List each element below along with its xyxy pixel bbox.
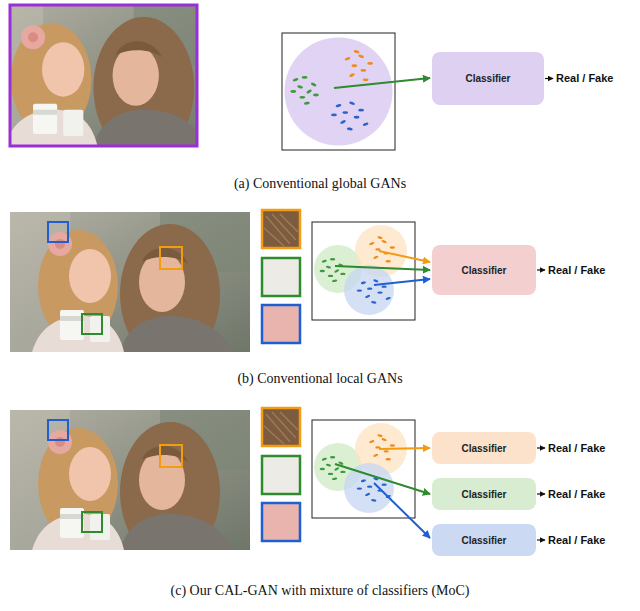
output-arrow xyxy=(537,269,545,270)
panel-b-art xyxy=(10,210,545,364)
feature-dots xyxy=(290,50,373,131)
patch-orange xyxy=(262,210,300,248)
subfigure-caption: (b) Conventional local GANs xyxy=(0,371,640,387)
patch-marker xyxy=(48,222,68,242)
panel-c-art xyxy=(10,408,545,562)
photo xyxy=(10,410,250,562)
feature-region xyxy=(344,463,394,513)
illustration-part xyxy=(264,412,298,444)
patch-marker xyxy=(82,314,102,334)
feature-space-box xyxy=(282,33,395,150)
output-label: Real / Fake xyxy=(548,441,605,455)
feature-space-box xyxy=(312,420,415,518)
feature-arrow xyxy=(374,279,430,285)
classifier-box: Classifier xyxy=(432,432,536,464)
feature-region xyxy=(344,265,394,315)
patch-orange xyxy=(262,408,300,446)
output-label: Real / Fake xyxy=(548,263,605,277)
feature-arrow xyxy=(379,448,430,449)
output-label: Real / Fake xyxy=(556,71,613,85)
classifier-label: Classifier xyxy=(461,535,506,546)
classifier-label: Classifier xyxy=(461,265,506,276)
patch-marker xyxy=(82,512,102,532)
classifier-label: Classifier xyxy=(461,443,506,454)
feature-space-box xyxy=(312,222,415,320)
illustration-part xyxy=(262,408,300,446)
global-crop-border xyxy=(10,5,197,146)
patch-blue xyxy=(262,503,300,541)
output-arrow xyxy=(537,447,545,448)
photo xyxy=(10,212,250,364)
patch-blue xyxy=(262,305,300,343)
illustration-part xyxy=(262,210,300,248)
classifier-box: Classifier xyxy=(432,478,536,510)
panel-a-art xyxy=(0,5,553,158)
feature-arrow xyxy=(379,251,430,262)
feature-arrow xyxy=(334,78,430,88)
classifier-box: Classifier xyxy=(432,52,544,105)
feature-arrow xyxy=(374,483,430,538)
output-label: Real / Fake xyxy=(548,487,605,501)
subfigure-caption: (a) Conventional global GANs xyxy=(0,176,640,192)
patch-marker xyxy=(160,247,182,269)
subfigure-caption: (c) Our CAL-GAN with mixture of classifi… xyxy=(0,583,640,599)
output-arrow xyxy=(545,78,553,79)
classifier-label: Classifier xyxy=(461,489,506,500)
feature-arrow xyxy=(335,464,430,494)
output-arrow xyxy=(537,539,545,540)
output-label: Real / Fake xyxy=(548,533,605,547)
classifier-label: Classifier xyxy=(465,73,510,84)
patch-green xyxy=(262,258,300,296)
feature-region xyxy=(285,38,393,146)
classifier-box: Classifier xyxy=(432,524,536,556)
feature-arrow xyxy=(335,266,430,270)
output-arrow xyxy=(537,493,545,494)
illustration-part xyxy=(264,214,298,246)
photo xyxy=(0,5,224,158)
feature-dots xyxy=(320,236,395,304)
patch-marker xyxy=(48,420,68,440)
classifier-box: Classifier xyxy=(432,245,536,295)
patch-green xyxy=(262,456,300,494)
patch-marker xyxy=(160,445,182,467)
